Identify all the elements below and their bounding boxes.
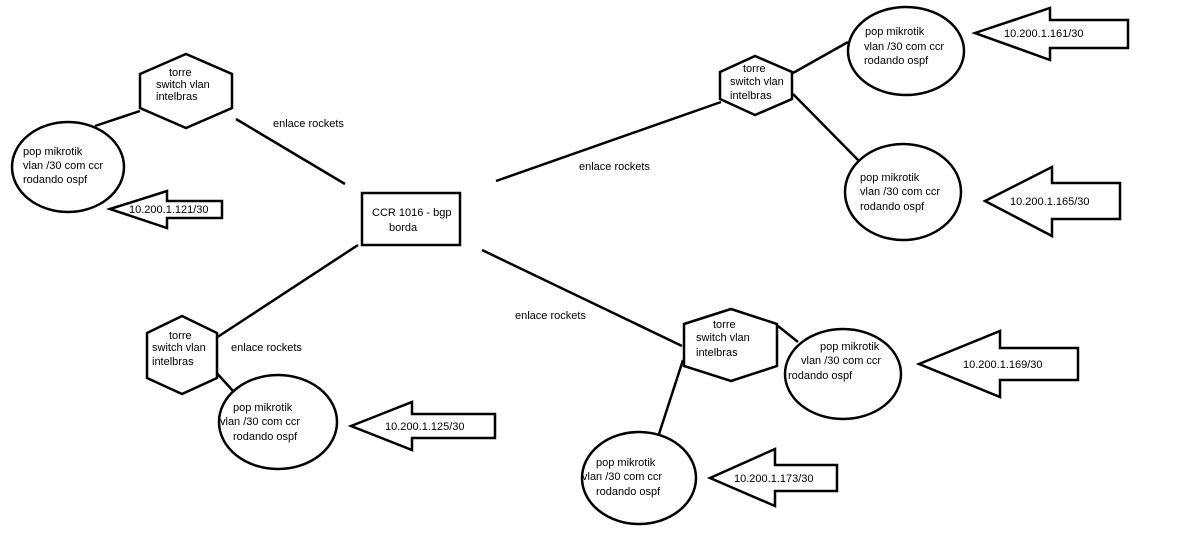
svg-text:rodando ospf: rodando ospf	[864, 55, 929, 67]
link-core-to-tower-top-left	[235, 117, 346, 186]
svg-text:pop mikrotik: pop mikrotik	[820, 341, 880, 353]
svg-text:rodando ospf: rodando ospf	[233, 431, 298, 443]
subnet-arrow-121: 10.200.1.121/30	[105, 189, 224, 230]
svg-text:rodando ospf: rodando ospf	[23, 174, 88, 186]
pop-node-bottom-left: pop mikrotik vlan /30 com ccr rodando os…	[217, 373, 339, 471]
link-tower-top-right-to-pop-upper	[792, 40, 849, 75]
svg-text:vlan /30 com ccr: vlan /30 com ccr	[220, 416, 300, 428]
svg-text:intelbras: intelbras	[152, 356, 194, 368]
link-label-bottom-right: enlace rockets	[515, 310, 586, 322]
core-router-node: CCR 1016 - bgp borda	[360, 191, 462, 247]
pop-node-top-right: pop mikrotik vlan /30 com ccr rodando os…	[846, 5, 966, 97]
svg-text:vlan /30 com ccr: vlan /30 com ccr	[864, 41, 944, 53]
link-core-to-tower-bottom-left	[215, 243, 359, 340]
tower-node-top-right: torre switch vlan intelbras	[718, 54, 794, 117]
pop-node-top-left: pop mikrotik vlan /30 com ccr rodando os…	[10, 120, 126, 214]
subnet-arrow-165: 10.200.1.165/30	[982, 164, 1122, 239]
pop-node-middle-right: pop mikrotik vlan /30 com ccr rodando os…	[843, 142, 963, 242]
svg-text:10.200.1.169/30: 10.200.1.169/30	[963, 359, 1043, 371]
svg-text:vlan /30 com ccr: vlan /30 com ccr	[801, 355, 881, 367]
pop-node-lower-right: pop mikrotik vlan /30 com ccr rodando os…	[783, 327, 903, 421]
core-router-label: CCR 1016 - bgp	[372, 207, 452, 219]
tower-node-top-left: torre switch vlan intelbras	[138, 52, 234, 130]
svg-text:10.200.1.173/30: 10.200.1.173/30	[734, 473, 814, 485]
svg-text:vlan /30 com ccr: vlan /30 com ccr	[582, 471, 662, 483]
svg-text:rodando ospf: rodando ospf	[596, 486, 661, 498]
core-router-sublabel: borda	[389, 222, 418, 234]
subnet-arrow-125: 10.200.1.125/30	[347, 400, 497, 452]
subnet-arrow-173: 10.200.1.173/30	[706, 447, 839, 508]
svg-text:torre: torre	[169, 67, 192, 79]
link-tower-top-left-to-pop	[94, 109, 141, 128]
subnet-arrow-169: 10.200.1.169/30	[915, 329, 1080, 399]
svg-text:vlan /30 com ccr: vlan /30 com ccr	[860, 186, 940, 198]
pop-node-bottom-center: pop mikrotik vlan /30 com ccr rodando os…	[580, 430, 698, 526]
svg-text:pop mikrotik: pop mikrotik	[23, 146, 83, 158]
svg-text:rodando ospf: rodando ospf	[788, 370, 853, 382]
link-label-top-left: enlace rockets	[273, 118, 344, 130]
svg-text:switch vlan: switch vlan	[730, 76, 784, 88]
link-tower-bottom-right-to-pop-right	[777, 325, 799, 343]
svg-text:torre: torre	[713, 319, 736, 331]
link-core-to-tower-bottom-right	[481, 248, 683, 348]
tower-node-bottom-right: torre switch vlan intelbras	[682, 307, 779, 383]
svg-text:vlan /30 com ccr: vlan /30 com ccr	[23, 160, 103, 172]
link-tower-bottom-right-to-pop-bottom	[657, 359, 685, 435]
svg-text:10.200.1.125/30: 10.200.1.125/30	[385, 421, 465, 433]
tower-node-bottom-left: torre switch vlan intelbras	[145, 314, 219, 396]
svg-text:intelbras: intelbras	[696, 347, 738, 359]
connection-lines	[94, 40, 861, 435]
svg-text:intelbras: intelbras	[156, 91, 198, 103]
svg-text:switch vlan: switch vlan	[156, 79, 210, 91]
svg-text:rodando ospf: rodando ospf	[860, 201, 925, 213]
svg-text:intelbras: intelbras	[730, 90, 772, 102]
svg-text:10.200.1.161/30: 10.200.1.161/30	[1004, 28, 1084, 40]
svg-text:10.200.1.121/30: 10.200.1.121/30	[129, 204, 209, 216]
link-label-top-right: enlace rockets	[579, 161, 650, 173]
link-tower-top-right-to-pop-lower	[792, 93, 861, 163]
svg-text:pop mikrotik: pop mikrotik	[865, 26, 925, 38]
svg-text:torre: torre	[743, 63, 766, 75]
link-label-bottom-left: enlace rockets	[231, 342, 302, 354]
svg-text:10.200.1.165/30: 10.200.1.165/30	[1010, 196, 1090, 208]
svg-text:switch vlan: switch vlan	[696, 332, 750, 344]
svg-text:pop mikrotik: pop mikrotik	[596, 457, 656, 469]
svg-text:pop mikrotik: pop mikrotik	[233, 402, 293, 414]
svg-text:switch vlan: switch vlan	[152, 342, 206, 354]
subnet-arrow-161: 10.200.1.161/30	[971, 6, 1130, 62]
svg-text:pop mikrotik: pop mikrotik	[860, 172, 920, 184]
link-core-to-tower-top-right	[495, 100, 722, 183]
svg-text:torre: torre	[169, 330, 192, 342]
